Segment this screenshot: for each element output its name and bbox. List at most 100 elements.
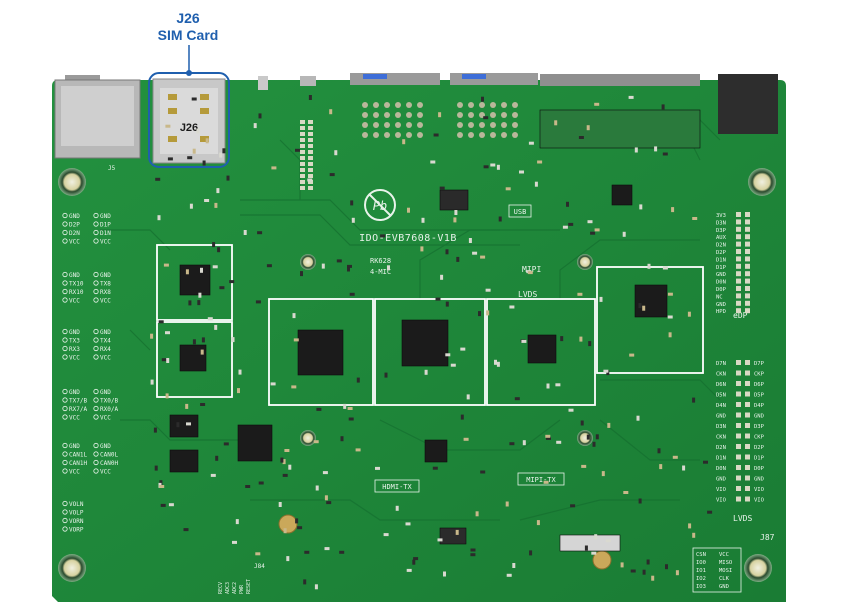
right-side-header-label: TX0/B — [100, 398, 118, 405]
smd-part — [647, 263, 651, 269]
right-side-header-label: CAN0H — [100, 460, 118, 467]
callout-title: J26 — [176, 10, 200, 26]
smd-part — [214, 324, 218, 330]
connector-pad — [373, 102, 379, 108]
smd-part — [707, 510, 713, 514]
smd-part — [291, 385, 297, 389]
smd-part — [245, 485, 251, 488]
smd-part — [438, 112, 442, 118]
smd-part — [445, 249, 449, 255]
smd-part — [601, 471, 605, 477]
smd-part — [590, 231, 596, 235]
connector-pad — [501, 102, 507, 108]
header-pin-ring — [62, 526, 68, 532]
smd-part — [231, 337, 235, 343]
smd-part — [324, 547, 330, 551]
header-pin — [308, 168, 313, 172]
header-pin — [308, 132, 313, 136]
smd-part — [439, 186, 445, 190]
lvds-pin-label: CKP — [754, 435, 765, 441]
smd-part — [692, 532, 696, 538]
header-pin — [300, 168, 305, 172]
smd-part — [435, 297, 441, 301]
header-pin-ring — [93, 442, 99, 449]
smd-part — [258, 113, 262, 119]
smd-part — [255, 552, 261, 556]
smd-part — [350, 200, 354, 206]
edp-pin — [745, 226, 750, 232]
header-pin-ring — [93, 271, 99, 278]
trace — [100, 229, 171, 251]
edp-pin-label: D1N — [716, 257, 726, 263]
smd-part — [554, 120, 558, 126]
header-pin — [308, 138, 313, 142]
smd-part — [322, 471, 328, 475]
smd-part — [623, 491, 629, 494]
smd-part — [509, 305, 515, 309]
right-side-header-label: RX0/A — [100, 406, 118, 413]
smd-part — [402, 139, 406, 145]
smd-part — [595, 434, 599, 440]
edp-pin-label: AUX — [716, 235, 727, 241]
smd-part — [150, 333, 154, 339]
smd-part — [570, 504, 576, 508]
smd-part — [186, 422, 191, 426]
connector-pad — [417, 102, 423, 108]
edp-pin — [736, 308, 741, 314]
smd-part — [158, 320, 164, 324]
smd-part — [603, 369, 609, 373]
header-pin — [308, 162, 313, 166]
smd-part — [512, 563, 516, 568]
smd-part — [284, 449, 290, 452]
smd-part — [375, 466, 380, 470]
smd-part — [682, 465, 686, 471]
ic-chip — [169, 449, 199, 473]
lvds-pin — [736, 496, 741, 502]
label-j5: J5 — [108, 165, 116, 172]
smd-part — [200, 267, 203, 273]
left-header-label: RX3 — [69, 346, 80, 353]
ic-chips — [169, 109, 701, 552]
edp-pin-label: D1P — [716, 265, 727, 271]
right-side-header-label: D1P — [100, 222, 111, 229]
sim-card-callout-frame — [148, 72, 230, 168]
smd-part — [167, 157, 173, 161]
lvds-pin — [745, 391, 750, 397]
usb-label-box — [508, 204, 532, 218]
spi-pin-label: IO2 — [696, 576, 706, 582]
lvds-pin-label: CKN — [716, 435, 726, 441]
smd-part — [189, 203, 193, 209]
header-pin-ring — [93, 229, 99, 236]
j84-pin-label: ADC3 — [225, 582, 231, 594]
right-side-header-label: GND — [100, 213, 111, 220]
smd-part — [651, 575, 655, 581]
smd-part — [527, 271, 533, 275]
smd-part — [204, 199, 210, 202]
header-pin — [300, 120, 305, 124]
smd-part — [165, 393, 169, 399]
smd-part — [506, 573, 512, 577]
right-side-header-label: VCC — [100, 469, 111, 476]
connector-pad — [457, 122, 463, 128]
connector-pad — [490, 102, 496, 108]
smd-part — [253, 123, 257, 129]
smd-part — [165, 124, 171, 128]
edp-pin — [736, 271, 741, 277]
edp-pin — [736, 278, 741, 284]
header-pin-ring — [93, 397, 99, 403]
j84-pin-label: ADC2 — [232, 582, 238, 594]
smd-part — [496, 361, 500, 367]
smd-part — [421, 217, 425, 223]
smd-part — [586, 434, 590, 440]
smd-part — [450, 363, 456, 367]
trace — [419, 229, 560, 300]
left-header-label: CAN1L — [69, 452, 87, 459]
lvds-pin — [736, 486, 741, 491]
smd-part — [555, 383, 561, 387]
smd-part — [529, 550, 533, 556]
header-pin-ring — [62, 468, 68, 474]
smd-part — [219, 152, 223, 158]
connector-pad — [512, 122, 518, 128]
edp-pin-label: GND — [716, 272, 726, 278]
smd-part — [599, 296, 603, 302]
